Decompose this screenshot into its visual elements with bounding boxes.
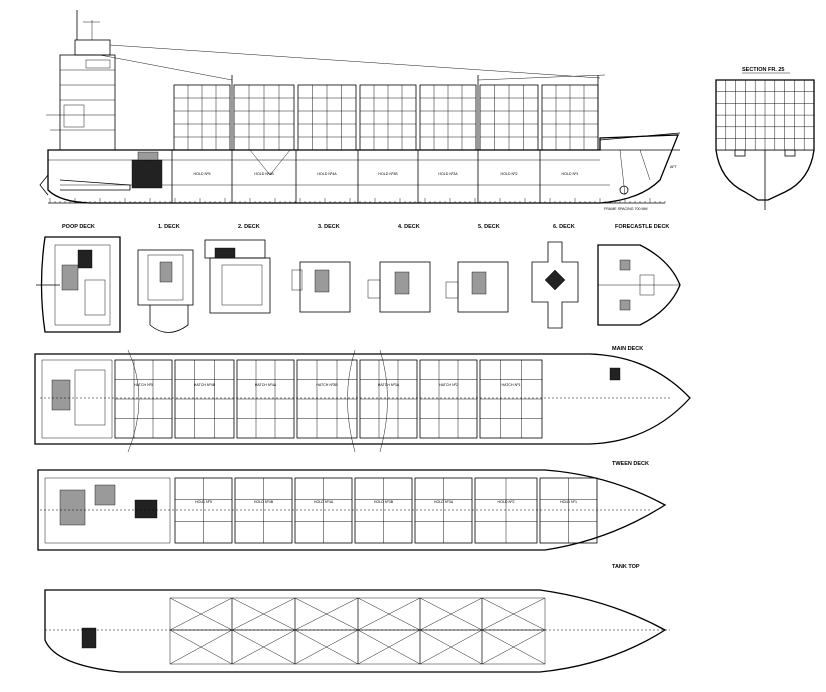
tank-top-title: TANK TOP [612,564,640,570]
profile-hold-label: HOLD Nº4B [254,172,274,176]
deck-plans: POOP DECK 1. DECK 2. DECK 3. DECK 4. DEC… [36,224,681,333]
tween-hold-label: HOLD Nº5 [195,500,212,504]
tween-hold-label: HOLD Nº2 [498,500,515,504]
hatch-label: HATCH Nº3A [378,383,400,387]
profile-hull [47,134,679,204]
tween-hold-label: HOLD Nº3B [374,500,394,504]
deck6-title: 6. DECK [553,224,575,230]
profile-hold-label: HOLD Nº3A [438,172,458,176]
profile-hold-label: HOLD Nº4A [317,172,337,176]
tween-holds: HOLD Nº5 HOLD Nº4B HOLD Nº4A HOLD Nº3B HOLD … [174,477,598,544]
profile-hold-label: HOLD Nº5 [194,172,211,176]
deck2-title: 2. DECK [238,224,260,230]
tween-hold-label: HOLD Nº1 [560,500,577,504]
tween-hold-label: HOLD Nº4B [254,500,274,504]
cranes [99,44,606,176]
main-engine [131,159,163,189]
deck4-title: 4. DECK [398,224,420,230]
hatch-label: HATCH Nº1 [501,383,520,387]
hatch-label: HATCH Nº2 [439,383,458,387]
profile-holds: HOLD Nº5 HOLD Nº4B HOLD Nº4A HOLD Nº3B HOLD … [171,84,599,203]
deck5-title: 5. DECK [478,224,500,230]
hatch-label: HATCH Nº4A [255,383,277,387]
deck1-title: 1. DECK [158,224,180,230]
hatch-label: HATCH Nº3B [316,383,338,387]
forecastle-title: FORECASTLE DECK [615,224,669,230]
section-container-grid [715,79,815,151]
profile-hold-label: HOLD Nº3B [378,172,398,176]
tank-top-shaded-block [81,627,97,649]
frame-ruler [49,198,666,203]
tank-top-cells [169,597,546,665]
tween-hold-label: HOLD Nº4A [314,500,334,504]
deck3-title: 3. DECK [318,224,340,230]
tween-hold-label: HOLD Nº3A [434,500,454,504]
profile-view: HOLD Nº5 HOLD Nº4B HOLD Nº4A HOLD Nº3B HOLD … [39,10,681,211]
midship-section: SECTION FR. 25 [715,67,815,210]
hatch-label: HATCH Nº4B [194,383,216,387]
profile-hold-label: HOLD Nº1 [562,172,579,176]
profile-hold-label: HOLD Nº2 [501,172,518,176]
frame-spacing-label: FRAME SPACING 700 MM [604,207,647,211]
hatch-covers: HATCH Nº5 HATCH Nº4B HATCH Nº4A HATCH Nº3B H… [114,359,543,439]
tank-top-plan: TANK TOP [44,564,670,673]
superstructure [46,10,116,151]
hatch-label: HATCH Nº5 [134,383,153,387]
poop-deck-title: POOP DECK [62,224,95,230]
main-deck-title: MAIN DECK [612,346,643,352]
svg-text:AFT: AFT [670,165,678,169]
section-title: SECTION FR. 25 [742,67,784,73]
tween-deck-title: TWEEN DECK [612,461,649,467]
